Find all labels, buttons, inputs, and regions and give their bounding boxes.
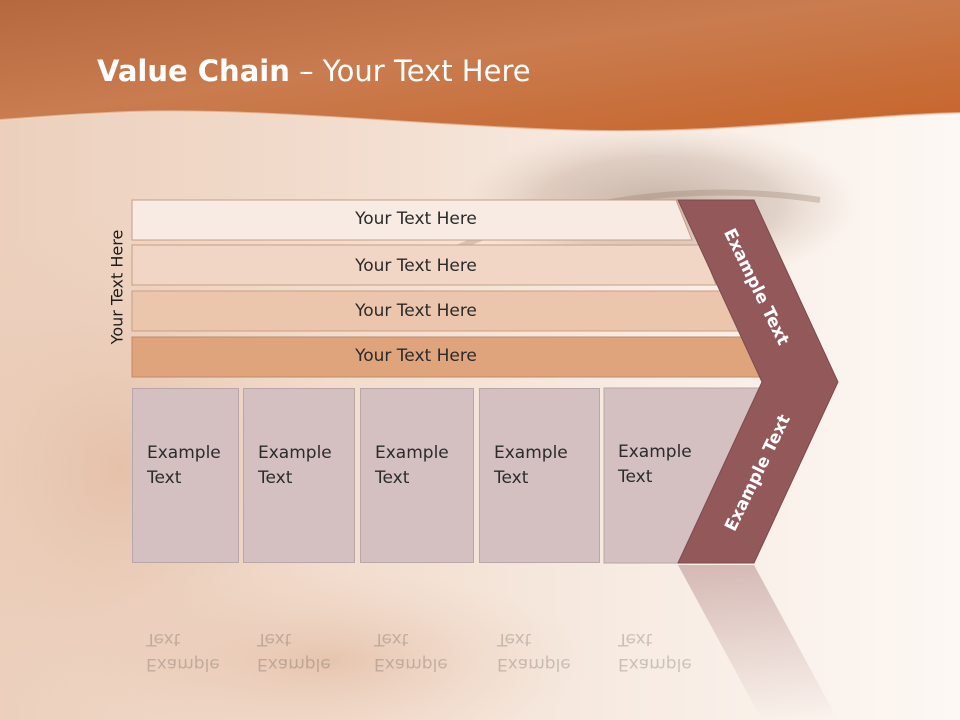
column-reflection-2: Example Text: [243, 566, 355, 696]
bar-2: [131, 244, 717, 286]
chevron-shape: [677, 199, 839, 564]
bar-1: [131, 199, 693, 241]
column-2: Example Text: [243, 388, 355, 563]
bar-label-1: Your Text Here: [355, 209, 477, 229]
column-reflection-1: Example Text: [132, 566, 239, 696]
column-reflection-text-5: Example Text: [618, 629, 692, 674]
column-reflection-4: Example Text: [479, 566, 600, 696]
bar-label-2: Your Text Here: [355, 256, 477, 276]
column-reflection-text-3: Example Text: [374, 629, 448, 674]
column-text-2: Example Text: [258, 443, 332, 488]
column-3: Example Text: [360, 388, 474, 563]
column-text-1: Example Text: [147, 443, 221, 488]
bar-label-4: Your Text Here: [355, 346, 477, 366]
column-text-4: Example Text: [494, 443, 568, 488]
slide-title: Value Chain – Your Text Here: [97, 54, 531, 88]
column-reflection-text-2: Example Text: [257, 629, 331, 674]
bar-label-3: Your Text Here: [355, 301, 477, 321]
column-reflection-5: Example Text: [604, 566, 724, 696]
column-text-5: Example Text: [618, 442, 692, 487]
chevron-reflection: [678, 565, 838, 720]
title-bold: Value Chain: [97, 54, 290, 88]
header-band: [0, 0, 960, 133]
column-reflection-3: Example Text: [360, 566, 474, 696]
column-text-3: Example Text: [375, 443, 449, 488]
column-4: Example Text: [479, 388, 600, 563]
column-1: Example Text: [132, 388, 239, 563]
column-reflection-text-4: Example Text: [497, 629, 571, 674]
column-reflection-text-1: Example Text: [146, 629, 220, 674]
title-rest: – Your Text Here: [289, 54, 531, 88]
